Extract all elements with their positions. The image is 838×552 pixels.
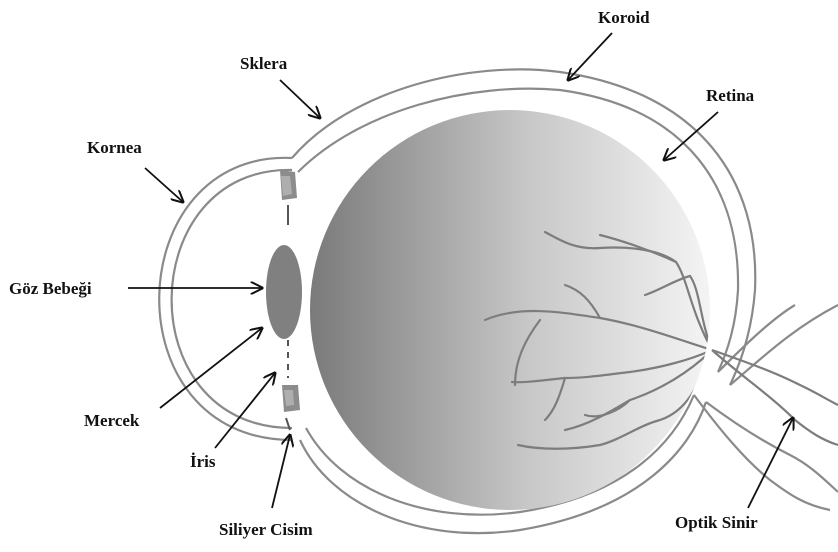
- label-optik-sinir: Optik Sinir: [675, 513, 758, 533]
- label-sklera: Sklera: [240, 54, 287, 74]
- arrow-koroid: [568, 33, 612, 80]
- label-retina: Retina: [706, 86, 754, 106]
- label-siliyer-cisim: Siliyer Cisim: [219, 520, 313, 540]
- optic-nerve: [694, 305, 838, 510]
- eye-globe: [310, 110, 710, 510]
- arrow-optik-sinir: [748, 418, 793, 508]
- arrow-retina: [664, 112, 718, 160]
- label-goz-bebegi: Göz Bebeği: [9, 279, 92, 299]
- label-iris: İris: [190, 452, 216, 472]
- label-mercek: Mercek: [84, 411, 139, 431]
- label-koroid: Koroid: [598, 8, 650, 28]
- arrow-siliyer-cisim: [272, 435, 290, 508]
- arrow-sklera: [280, 80, 320, 118]
- arrow-iris: [215, 373, 275, 448]
- arrow-kornea: [145, 168, 183, 202]
- lens: [266, 245, 302, 339]
- label-kornea: Kornea: [87, 138, 142, 158]
